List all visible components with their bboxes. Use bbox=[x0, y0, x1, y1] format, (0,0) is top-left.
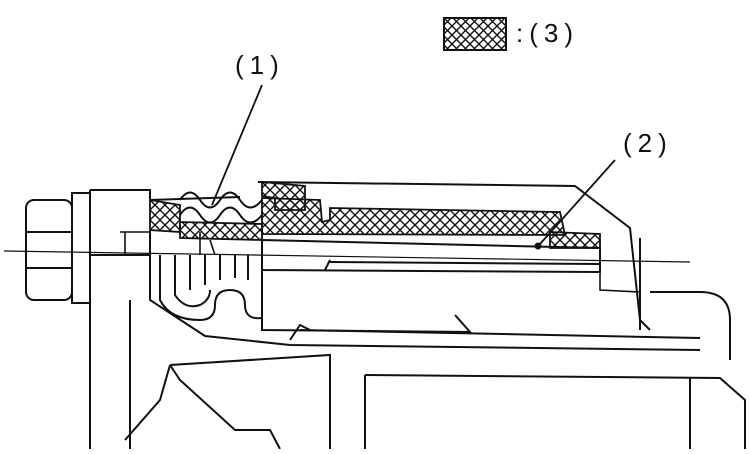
dust-boot bbox=[159, 191, 263, 322]
caliper-body-outline bbox=[90, 181, 746, 450]
center-line bbox=[3, 250, 691, 263]
legend-hatch-swatch bbox=[443, 17, 507, 51]
leader-line-2 bbox=[539, 159, 616, 245]
bolt-head bbox=[25, 190, 91, 449]
legend-label: :(3) bbox=[516, 18, 579, 48]
hatched-material-3 bbox=[149, 181, 601, 249]
callout-label-1: (1) bbox=[235, 50, 285, 80]
inner-details bbox=[120, 231, 641, 293]
leader-dot-2 bbox=[534, 242, 542, 250]
callout-label-2: (2) bbox=[623, 128, 673, 158]
piston bbox=[261, 238, 601, 334]
leader-line-1 bbox=[211, 84, 263, 206]
